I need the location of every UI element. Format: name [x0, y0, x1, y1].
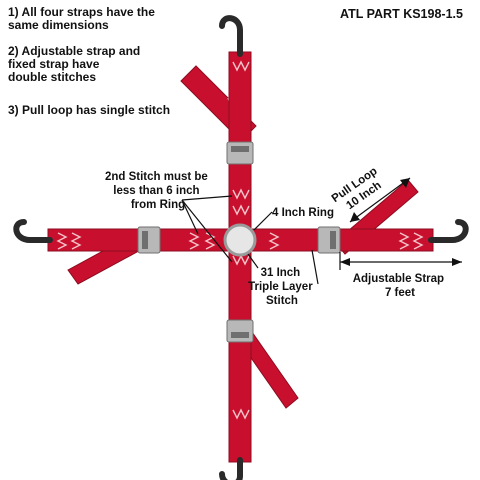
arrow-pull-loop-end — [400, 178, 410, 188]
s-hook-left-icon — [13, 219, 53, 243]
leader-second-stitch-bottom — [181, 199, 233, 263]
assembly-notes: 1) All four straps have the same dimensi… — [8, 5, 170, 117]
center-ring — [223, 223, 257, 257]
note-1-line-1: 1) All four straps have the — [8, 5, 155, 19]
callout-lines — [181, 177, 462, 285]
leader-buckle-right — [311, 249, 319, 285]
buckle-right-cam — [330, 231, 336, 249]
note-1: 1) All four straps have the same dimensi… — [8, 5, 158, 32]
stitch-left-end-2 — [70, 232, 82, 250]
leader-second-stitch-left — [181, 199, 199, 235]
arrow-pull-loop-start — [350, 212, 360, 222]
stitch-right-near-ring — [268, 232, 280, 250]
leader-triple-stitch — [247, 253, 259, 269]
adjustable-strap-line-1: Adjustable Strap — [353, 273, 444, 285]
buckle-left-body — [137, 226, 161, 254]
stitch-top-end — [232, 60, 250, 72]
triple-stitch-line-2: Triple Layer — [248, 281, 313, 293]
note-2-line-3: double stitches — [8, 70, 96, 84]
leader-second-stitch-top — [181, 195, 233, 201]
s-hook-right-icon — [428, 219, 469, 243]
s-hook-top-icon — [219, 15, 243, 57]
callout-adjustable-strap: Adjustable Strap 7 feet — [353, 273, 448, 299]
buckle-bottom-cam — [231, 332, 249, 338]
buckle-bottom — [226, 319, 254, 343]
note-3-line-1: 3) Pull loop has single stitch — [8, 103, 170, 117]
note-2-line-2: fixed strap have — [8, 57, 100, 71]
callout-second-stitch: 2nd Stitch must be less than 6 inch from… — [105, 171, 211, 211]
buckle-right — [317, 226, 341, 254]
stitch-left-end-1 — [56, 232, 68, 250]
triple-stitch-line-1: 31 Inch — [261, 267, 301, 279]
stitch-right-end-2 — [412, 232, 424, 250]
stitch-top-near-ring — [232, 204, 250, 216]
note-2: 2) Adjustable strap and fixed strap have… — [8, 44, 144, 84]
buckle-left-cam — [142, 231, 148, 249]
arrow-adjustable-end — [452, 258, 462, 266]
second-stitch-line-2: less than 6 inch — [113, 185, 199, 197]
adjustable-strap-line-2: 7 feet — [385, 287, 415, 299]
arrow-adjustable-start — [340, 258, 350, 266]
buckle-bottom-body — [226, 319, 254, 343]
second-stitch-line-3: from Ring — [131, 199, 185, 211]
callout-ring: 4 Inch Ring — [272, 207, 334, 219]
dimension-pull-loop — [349, 177, 411, 223]
s-hook-bottom-icon — [219, 457, 243, 480]
stitch-right-end-1 — [398, 232, 410, 250]
callout-triple-stitch: 31 Inch Triple Layer Stitch — [248, 267, 316, 307]
buckle-top-body — [226, 141, 254, 165]
buckle-top — [226, 141, 254, 165]
leader-ring — [253, 211, 273, 231]
stitch-top-second — [232, 188, 250, 200]
buckle-right-body — [317, 226, 341, 254]
s-hooks — [13, 15, 469, 480]
part-number: ATL PART KS198-1.5 — [340, 7, 463, 21]
triple-stitch-line-3: Stitch — [266, 295, 298, 307]
stitch-left-second — [188, 232, 200, 250]
buckle-left — [137, 226, 161, 254]
second-stitch-line-1: 2nd Stitch must be — [105, 171, 208, 183]
note-2-line-1: 2) Adjustable strap and — [8, 44, 140, 58]
note-3: 3) Pull loop has single stitch — [8, 103, 170, 117]
stitch-bottom-end — [232, 408, 250, 420]
note-1-line-2: same dimensions — [8, 18, 109, 32]
strap-assembly — [47, 51, 434, 463]
buckle-top-cam — [231, 146, 249, 152]
